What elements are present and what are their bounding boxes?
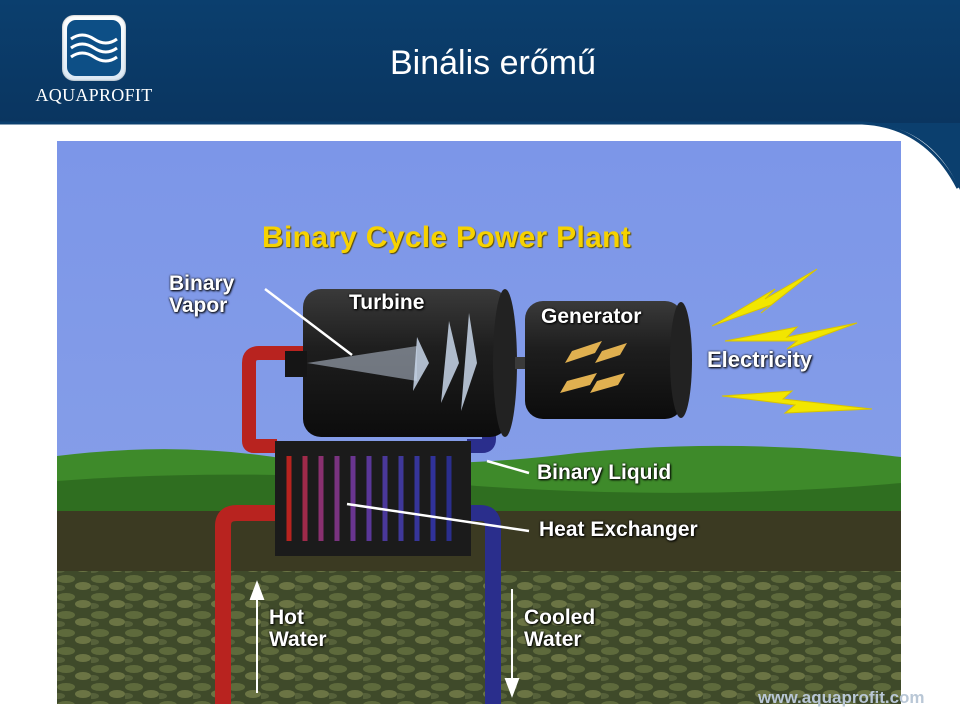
underground-rock (57, 571, 901, 704)
label-generator: Generator (541, 305, 642, 328)
heat-exchanger-coils (286, 456, 452, 541)
turbine (285, 289, 517, 437)
lightning-bolts (711, 268, 873, 414)
label-cooled-water: Cooled Water (524, 606, 596, 652)
label-hot-water: Hot Water (269, 606, 327, 652)
logo-wordmark: AQUAPROFIT (35, 85, 153, 105)
footer-url: www.aquaprofit.com (758, 688, 925, 707)
binary-liquid-pipe (467, 426, 496, 453)
label-turbine: Turbine (349, 291, 425, 314)
hot-water-pipe (215, 505, 297, 704)
label-binary-liquid: Binary Liquid (537, 461, 672, 484)
pointer-lines (264, 288, 530, 533)
binary-cycle-diagram: Binary Cycle Power Plant Binary Vapor Tu… (57, 141, 901, 704)
binary-vapor-pipe (242, 346, 307, 453)
label-heat-exchanger: Heat Exchanger (539, 518, 698, 541)
heat-exchanger (275, 441, 471, 556)
diagram-illustration (57, 141, 901, 704)
generator (525, 301, 692, 419)
label-binary-vapor: Binary Vapor (169, 272, 235, 318)
flow-arrows (249, 580, 520, 698)
aquaprofit-logo: AQUAPROFIT (28, 15, 160, 115)
waves-icon (62, 15, 126, 81)
slide-header (0, 0, 960, 123)
label-electricity: Electricity (707, 347, 813, 372)
slide-title: Binális erőmű (390, 44, 596, 82)
diagram-title: Binary Cycle Power Plant (262, 221, 632, 254)
